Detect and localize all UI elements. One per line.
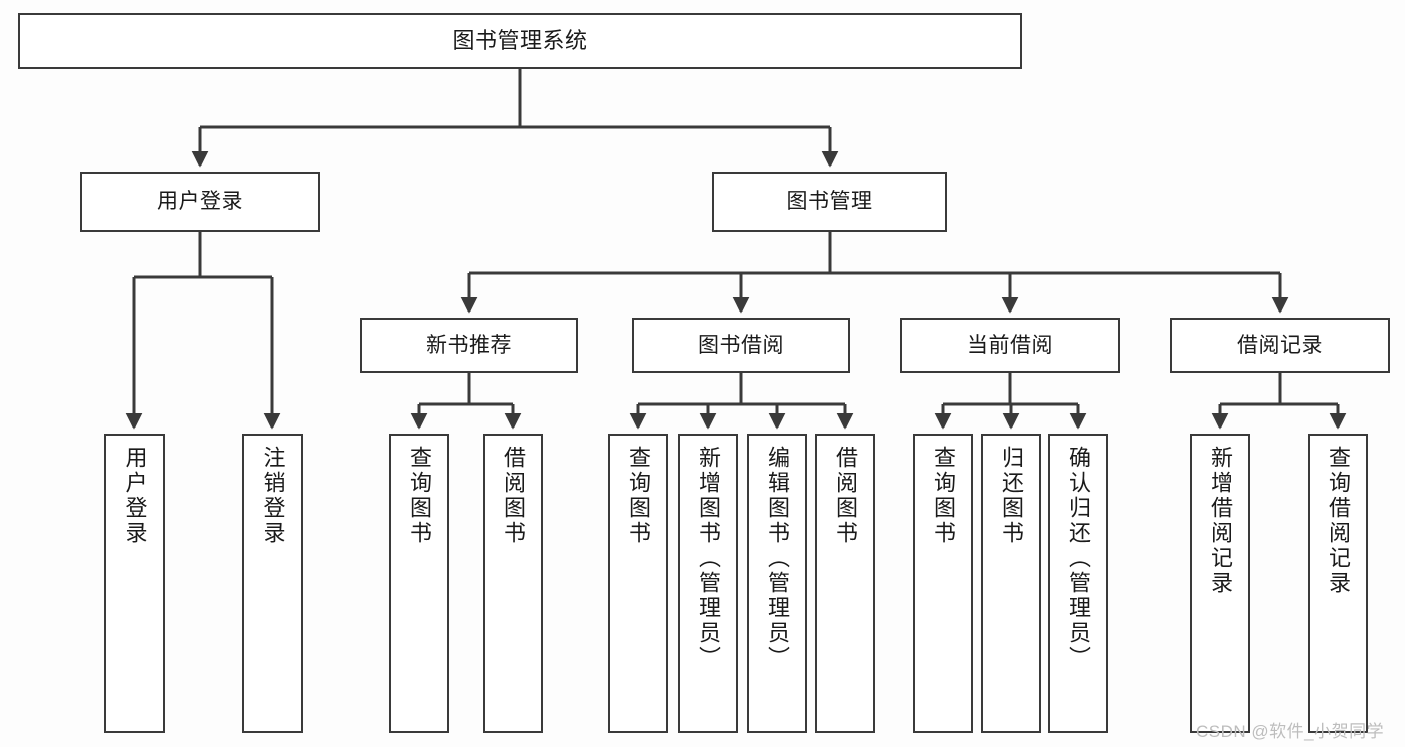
node-current-borrow-label: 当前借阅: [967, 333, 1053, 357]
node-leaf-query-record[interactable]: 查询借阅记录: [1308, 434, 1368, 733]
node-leaf-edit-book-label: 编辑图书（管理员）: [765, 446, 790, 671]
node-leaf-query-record-label: 查询借阅记录: [1326, 446, 1351, 596]
node-book-manage-label: 图书管理: [786, 190, 873, 214]
node-leaf-add-record[interactable]: 新增借阅记录: [1190, 434, 1250, 733]
node-user-login-label: 用户登录: [157, 190, 243, 214]
node-leaf-borrow-book-1-label: 借阅图书: [501, 446, 526, 546]
node-leaf-confirm-return[interactable]: 确认归还（管理员）: [1048, 434, 1108, 733]
node-leaf-borrow-book-2-label: 借阅图书: [833, 446, 858, 546]
node-leaf-add-book-label: 新增图书（管理员）: [696, 446, 721, 671]
node-leaf-user-login-label: 用户登录: [122, 446, 148, 546]
node-leaf-logout[interactable]: 注销登录: [242, 434, 303, 733]
node-leaf-query-book-2[interactable]: 查询图书: [608, 434, 668, 733]
node-leaf-query-book-1[interactable]: 查询图书: [389, 434, 449, 733]
node-leaf-return-book-label: 归还图书: [999, 446, 1024, 546]
node-leaf-return-book[interactable]: 归还图书: [981, 434, 1041, 733]
node-leaf-borrow-book-2[interactable]: 借阅图书: [815, 434, 875, 733]
node-leaf-borrow-book-1[interactable]: 借阅图书: [483, 434, 543, 733]
node-root-label: 图书管理系统: [452, 27, 588, 53]
node-book-borrow[interactable]: 图书借阅: [632, 318, 850, 373]
node-root[interactable]: 图书管理系统: [18, 13, 1022, 69]
node-borrow-record-label: 借阅记录: [1237, 333, 1323, 357]
node-leaf-user-login[interactable]: 用户登录: [104, 434, 165, 733]
node-leaf-query-book-2-label: 查询图书: [626, 446, 651, 546]
node-leaf-query-book-3[interactable]: 查询图书: [913, 434, 973, 733]
node-leaf-logout-label: 注销登录: [260, 446, 286, 546]
node-current-borrow[interactable]: 当前借阅: [900, 318, 1120, 373]
node-leaf-query-book-3-label: 查询图书: [931, 446, 956, 546]
node-book-borrow-label: 图书借阅: [698, 333, 784, 357]
node-leaf-query-book-1-label: 查询图书: [407, 446, 432, 546]
node-new-book-recommend[interactable]: 新书推荐: [360, 318, 578, 373]
node-leaf-add-book[interactable]: 新增图书（管理员）: [678, 434, 738, 733]
node-user-login[interactable]: 用户登录: [80, 172, 320, 232]
node-leaf-confirm-return-label: 确认归还（管理员）: [1066, 446, 1091, 671]
watermark: CSDN @软件_小贺同学: [1196, 722, 1385, 741]
node-borrow-record[interactable]: 借阅记录: [1170, 318, 1390, 373]
node-book-manage[interactable]: 图书管理: [712, 172, 947, 232]
node-leaf-add-record-label: 新增借阅记录: [1208, 446, 1233, 596]
node-new-book-recommend-label: 新书推荐: [426, 333, 512, 357]
node-leaf-edit-book[interactable]: 编辑图书（管理员）: [747, 434, 807, 733]
